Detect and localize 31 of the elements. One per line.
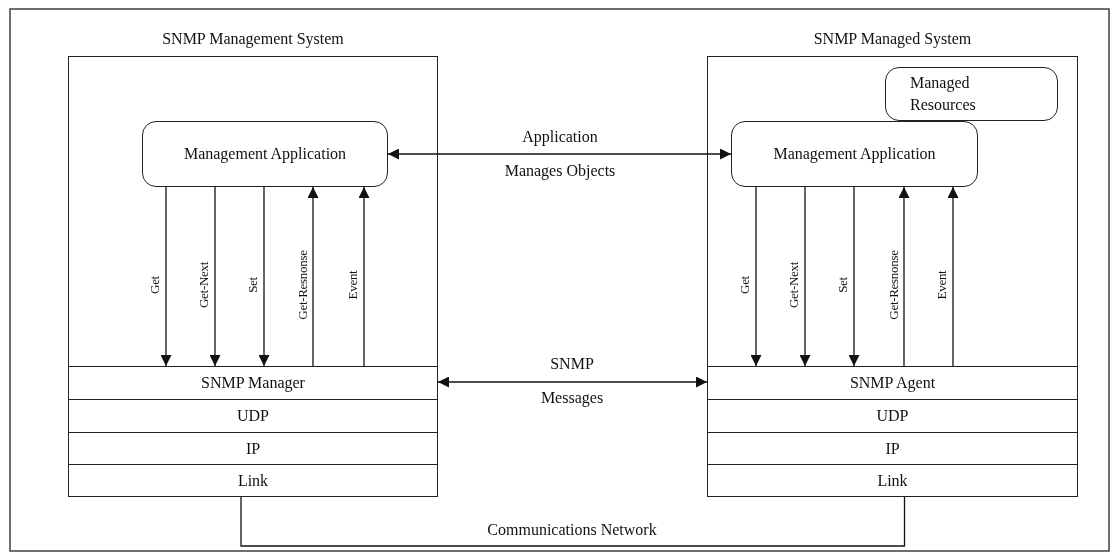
application-box: Management Application xyxy=(142,121,388,187)
edge-label: Event xyxy=(933,270,950,300)
arrow xyxy=(437,376,708,388)
edge-label: Get-Next xyxy=(196,262,212,308)
arrow xyxy=(947,186,959,367)
edge-label: Event xyxy=(344,270,361,300)
edge-label: Get-Next xyxy=(786,262,802,308)
arrow xyxy=(209,186,221,367)
arrow xyxy=(307,186,319,367)
arrow xyxy=(160,186,172,367)
application-box: Management Application xyxy=(731,121,978,187)
edge-label: Get xyxy=(736,276,753,294)
arrow xyxy=(258,186,270,367)
edge-label: Set xyxy=(244,277,261,293)
edge-label: Set xyxy=(834,277,851,293)
arrow xyxy=(848,186,860,367)
resource-box: Managed Resources xyxy=(885,67,1058,121)
arrow xyxy=(358,186,370,367)
edge-label: Get-Resnonse xyxy=(885,250,902,320)
arrow xyxy=(898,186,910,367)
edge-label: Get-Resnonse xyxy=(294,250,311,320)
edge-label: Communications Network xyxy=(486,521,658,539)
arrow xyxy=(799,186,811,367)
system-title: SNMP Managed System xyxy=(812,29,973,49)
arrow xyxy=(750,186,762,367)
connector-line xyxy=(240,496,906,547)
edge-label: Get xyxy=(146,276,163,294)
system-title: SNMP Management System xyxy=(161,29,345,49)
edge-label: Application Manages Objects xyxy=(503,127,617,182)
arrow xyxy=(387,148,732,160)
edge-label: SNMP Messages xyxy=(539,354,605,409)
